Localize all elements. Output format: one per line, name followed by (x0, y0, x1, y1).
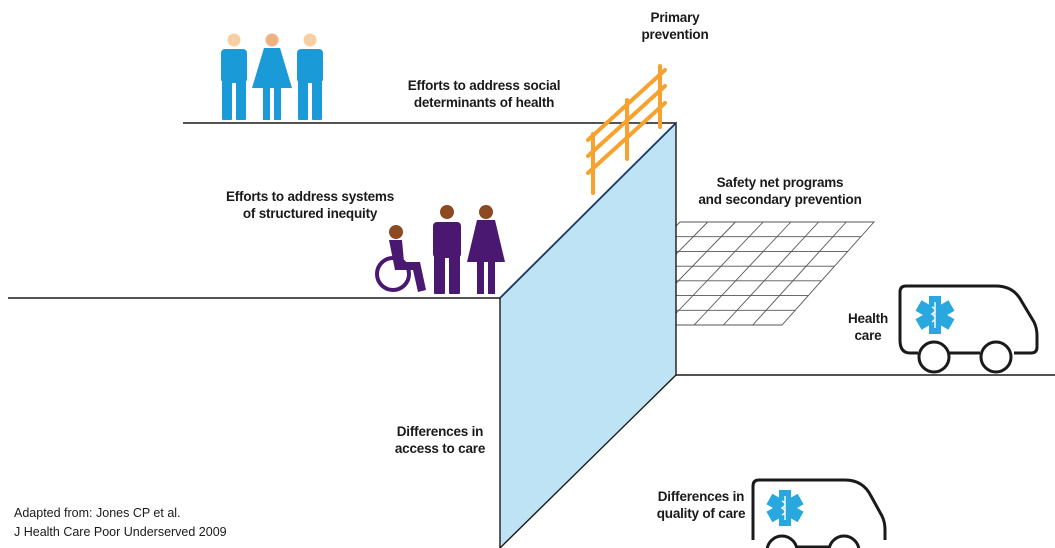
citation: Adapted from: Jones CP et al. J Health C… (14, 504, 227, 542)
people-top-group (221, 33, 323, 120)
star-of-life-icon (766, 490, 804, 526)
ambulance-icon (898, 284, 1039, 374)
label-structured-inequity: Efforts to address systems of structured… (225, 189, 395, 221)
net-column-line (664, 221, 764, 326)
net-column-line (693, 221, 792, 326)
citation-line-1: Adapted from: Jones CP et al. (14, 506, 181, 520)
woman-icon (252, 33, 292, 120)
fence-icon (586, 64, 667, 195)
label-safety-net: Safety net programs and secondary preven… (698, 175, 862, 207)
label-primary-prevention: Primary prevention (641, 10, 709, 42)
wheelchair-user-icon (375, 225, 426, 292)
cliff-face (499, 121, 677, 548)
label-health-care: Health care (847, 311, 889, 343)
ground-lines (8, 122, 1055, 376)
people-bottom-group (375, 205, 505, 294)
label-access-to-care: Differences in access to care (394, 424, 486, 456)
person-icon (297, 33, 323, 120)
star-of-life-icon (915, 296, 955, 334)
cliff-edge-line (499, 122, 677, 299)
net-column-line (752, 221, 847, 326)
person-icon (221, 33, 247, 120)
label-social-determinants: Efforts to address social determinants o… (407, 78, 561, 110)
ambulance-icon (751, 478, 887, 548)
net-column-line (723, 221, 819, 326)
woman-icon (467, 205, 505, 294)
label-quality-of-care: Differences in quality of care (656, 489, 746, 521)
safety-net-icon (575, 221, 876, 326)
citation-line-2: J Health Care Poor Underserved 2009 (14, 525, 227, 539)
person-icon (433, 205, 461, 294)
